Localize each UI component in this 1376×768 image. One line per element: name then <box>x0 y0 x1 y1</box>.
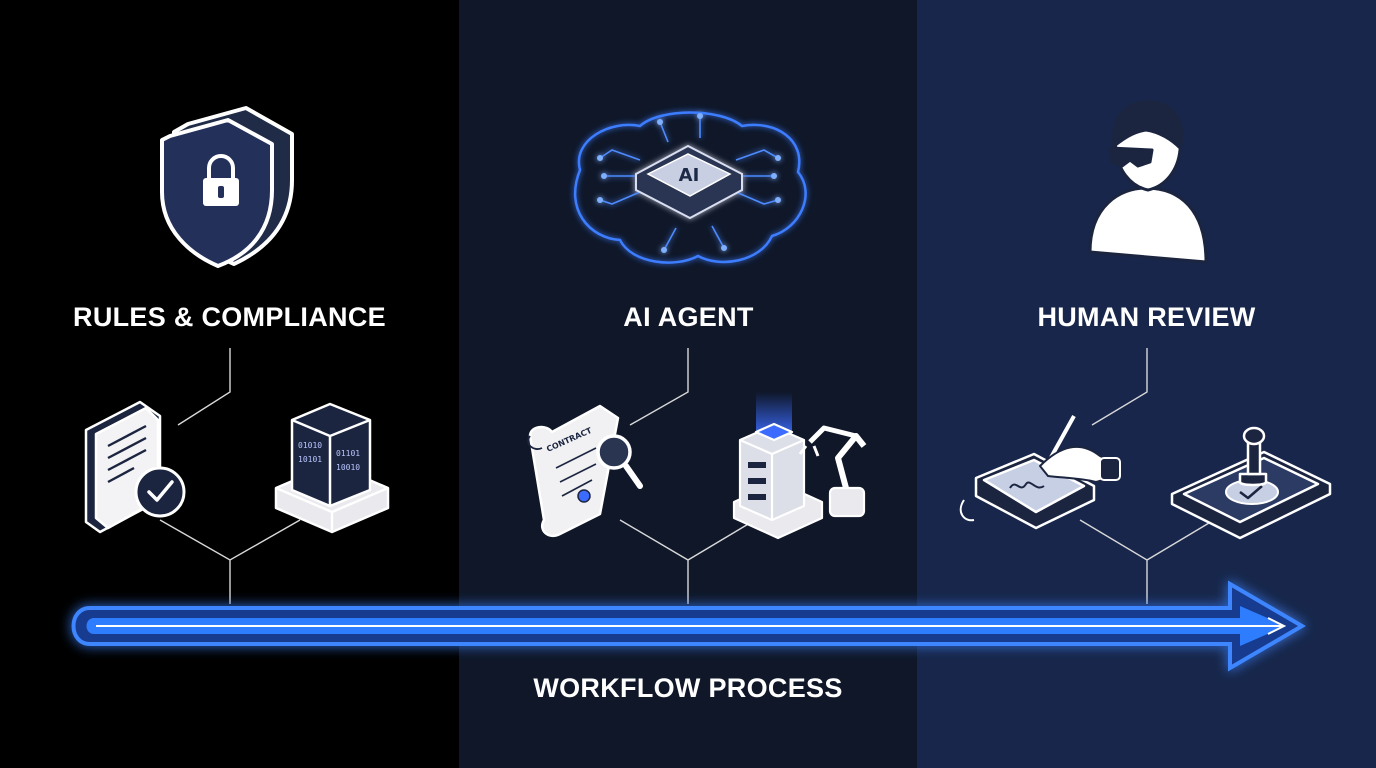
tablet-signature-icon <box>959 415 1121 530</box>
ai-agent-title: AI AGENT <box>623 302 754 332</box>
binary-row-3: 01101 <box>336 449 360 458</box>
workflow-arrow <box>71 580 1306 672</box>
server-robot-arm-icon <box>732 392 867 540</box>
binary-row-2: 10101 <box>298 455 322 464</box>
ai-chip-label: AI <box>679 165 700 186</box>
shield-lock-icon <box>160 106 294 268</box>
connector-top-3 <box>1091 348 1148 426</box>
database-server-icon: 01010 10101 01101 10010 <box>274 402 390 534</box>
contract-magnifier-icon: CONTRACT <box>527 404 643 537</box>
human-reviewer-icon <box>1088 100 1208 264</box>
tablet-stamp-icon <box>1170 426 1332 540</box>
connector-lines <box>159 348 1215 604</box>
human-review-title: HUMAN REVIEW <box>1037 302 1256 332</box>
connector-top-1 <box>177 348 231 426</box>
binary-row-1: 01010 <box>298 441 322 450</box>
rules-compliance-title: RULES & COMPLIANCE <box>73 302 386 332</box>
binary-row-4: 10010 <box>336 463 360 472</box>
document-checkmark-icon <box>84 400 186 534</box>
connector-top-2 <box>629 348 689 426</box>
connector-bottom-2 <box>619 519 756 604</box>
workflow-process-label: WORKFLOW PROCESS <box>533 673 843 703</box>
connector-bottom-1 <box>159 519 301 604</box>
connector-bottom-3 <box>1079 519 1215 604</box>
ai-brain-chip-icon: AI <box>573 111 807 264</box>
